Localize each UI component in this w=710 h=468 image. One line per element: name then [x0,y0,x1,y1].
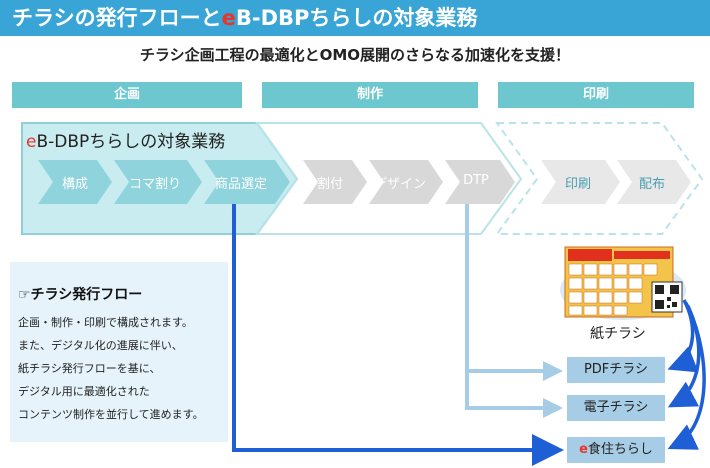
step-design-label: デザイン [373,177,426,192]
step-chevron-product [204,160,290,204]
step-chevron-structure [38,160,112,204]
target-scope-label: eB-DBPちらしの対象業務 [26,127,225,152]
step-chevron-dtp [445,160,515,204]
printing-chevron [495,122,704,235]
paper-flyer-label: 紙チラシ [590,326,646,342]
step-print-label: 印刷 [564,177,591,192]
qr-to-food-arrow [667,305,706,450]
dtp-to-pdf-arrow [465,204,563,381]
paper-flyer-image [560,246,686,320]
title-accent-e: e [221,6,236,30]
step-chevron-print [541,160,620,204]
phase-printing: 印刷 [498,82,694,108]
step-chevron-distribute [617,160,691,204]
product-to-food-arrow [232,204,564,466]
step-chevron-design [369,160,443,204]
step-chevron-layout [303,160,367,204]
flow-description-line: 紙チラシ発行フローを基に、 [18,362,161,375]
title-part2: B-DBPちらしの対象業務 [235,6,478,30]
step-chevron-frame [114,160,202,204]
phase-planning: 企画 [12,82,242,108]
flow-description-line: 企画・制作・印刷で構成されます。 [18,316,193,329]
food-flyer-text: 食住ちらし [587,442,653,457]
qr-code-icon [651,281,683,313]
phase-production: 制作 [262,82,478,108]
step-distribute-label: 配布 [638,177,665,192]
electronic-flyer-box: 電子チラシ [567,395,665,421]
target-scope-text: B-DBPちらしの対象業務 [36,132,226,152]
step-product-label: 商品選定 [214,177,267,192]
flow-description-line: デジタル用に最適化された [18,385,150,398]
flow-description-box: ☞チラシ発行フロー 企画・制作・印刷で構成されます。 また、デジタル化の進展に伴… [10,262,228,442]
step-frame-label: コマ割り [128,177,181,192]
title-part1: チラシの発行フローと [12,6,222,30]
step-structure-label: 構成 [61,177,88,192]
food-flyer-accent-e: e [579,442,588,457]
pdf-flyer-box: PDFチラシ [567,357,665,383]
subtitle: チラシ企画工程の最適化とOMO展開のさらなる加速化を支援！ [139,46,571,64]
production-chevron [255,122,523,235]
flow-description-title: ☞チラシ発行フロー [18,287,143,303]
step-layout-label: 割付 [316,177,343,192]
flow-description-line: コンテンツ制作を並行して進めます。 [18,408,204,421]
dtp-to-electronic-arrow [465,371,563,418]
food-flyer-box: e食住ちらし [567,437,665,463]
title-bar: チラシの発行フローとeB-DBPちらしの対象業務 [0,0,710,36]
target-scope-accent-e: e [26,132,37,152]
flow-description-line: また、デジタル化の進展に伴い、 [18,339,183,352]
step-dtp-label: DTP [463,173,489,188]
